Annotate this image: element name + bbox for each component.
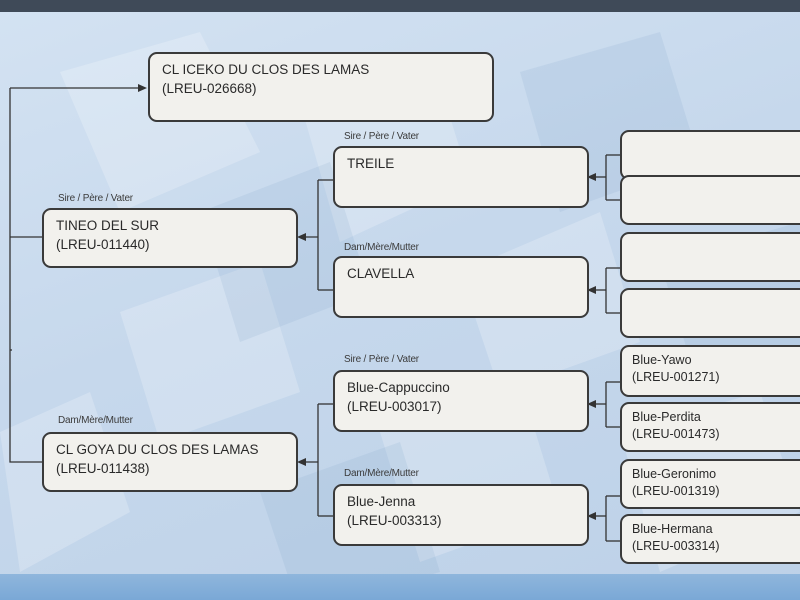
great-grandparent-name: Blue-Perdita xyxy=(632,410,701,424)
dam-sire-label: Sire / Père / Vater xyxy=(344,354,419,365)
sire-registration: (LREU-011440) xyxy=(56,237,150,252)
dam-sire-box[interactable]: Blue-Cappuccino (LREU-003017) xyxy=(333,370,589,432)
great-grandparent-box[interactable] xyxy=(620,288,800,338)
dam-dam-name: Blue-Jenna xyxy=(347,494,416,509)
sire-dam-name: CLAVELLA xyxy=(347,266,415,281)
great-grandparent-box[interactable]: Blue-Geronimo (LREU-001319) xyxy=(620,459,800,509)
great-grandparent-registration: (LREU-001473) xyxy=(632,427,720,441)
sire-dam-label: Dam/Mère/Mutter xyxy=(344,242,419,253)
great-grandparent-registration: (LREU-001271) xyxy=(632,370,720,384)
dam-dam-box[interactable]: Blue-Jenna (LREU-003313) xyxy=(333,484,589,546)
great-grandparent-box[interactable] xyxy=(620,175,800,225)
great-grandparent-box[interactable]: Blue-Hermana (LREU-003314) xyxy=(620,514,800,564)
great-grandparent-name: Blue-Hermana xyxy=(632,522,713,536)
dam-label: Dam/Mère/Mutter xyxy=(58,415,133,426)
great-grandparent-registration: (LREU-001319) xyxy=(632,484,720,498)
great-grandparent-box[interactable]: Blue-Yawo (LREU-001271) xyxy=(620,345,800,397)
subject-registration: (LREU-026668) xyxy=(162,81,257,96)
dam-name: CL GOYA DU CLOS DES LAMAS xyxy=(56,442,259,457)
dam-dam-registration: (LREU-003313) xyxy=(347,513,442,528)
sire-label: Sire / Père / Vater xyxy=(58,193,133,204)
dam-dam-label: Dam/Mère/Mutter xyxy=(344,468,419,479)
great-grandparent-box[interactable] xyxy=(620,130,800,180)
dam-sire-name: Blue-Cappuccino xyxy=(347,380,450,395)
connector-lines xyxy=(9,84,620,542)
sire-box[interactable]: TINEO DEL SUR (LREU-011440) xyxy=(42,208,298,268)
great-grandparent-registration: (LREU-003314) xyxy=(632,539,720,553)
sire-dam-box[interactable]: CLAVELLA xyxy=(333,256,589,318)
sire-sire-label: Sire / Père / Vater xyxy=(344,131,419,142)
pedigree-certificate: CL ICEKO DU CLOS DES LAMAS (LREU-026668)… xyxy=(0,12,800,600)
subject-box[interactable]: CL ICEKO DU CLOS DES LAMAS (LREU-026668) xyxy=(148,52,494,122)
great-grandparent-box[interactable]: Blue-Perdita (LREU-001473) xyxy=(620,402,800,452)
great-grandparent-name: Blue-Geronimo xyxy=(632,467,717,481)
sire-sire-box[interactable]: TREILE xyxy=(333,146,589,208)
subject-name: CL ICEKO DU CLOS DES LAMAS xyxy=(162,62,370,77)
dam-sire-registration: (LREU-003017) xyxy=(347,399,442,414)
sire-sire-name: TREILE xyxy=(347,156,395,171)
dam-box[interactable]: CL GOYA DU CLOS DES LAMAS (LREU-011438) xyxy=(42,432,298,492)
dam-registration: (LREU-011438) xyxy=(56,461,150,476)
sire-name: TINEO DEL SUR xyxy=(56,218,160,233)
great-grandparent-box[interactable] xyxy=(620,232,800,282)
bottom-stripe xyxy=(0,574,800,600)
great-grandparent-name: Blue-Yawo xyxy=(632,353,692,367)
